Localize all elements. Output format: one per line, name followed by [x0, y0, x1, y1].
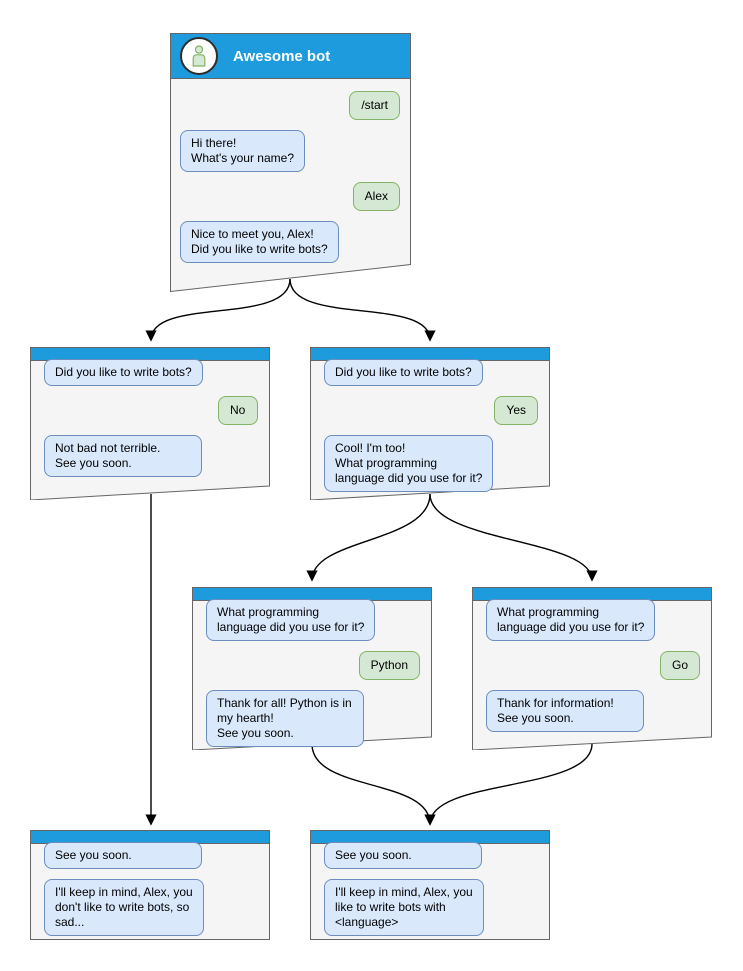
user-message-bubble: Yes — [494, 396, 538, 425]
bot-message-bubble: See you soon. — [324, 842, 482, 869]
bot-message-bubble: Thank for all! Python is in my hearth! S… — [206, 690, 364, 747]
message-list: /start Hi there! What's your name? Alex … — [170, 78, 411, 263]
bot-message-bubble: What programming language did you use fo… — [486, 599, 656, 641]
arrow-yes-to-python — [306, 493, 431, 582]
user-message-bubble: Python — [358, 651, 420, 680]
chat-window-header: Awesome bot — [171, 34, 410, 78]
bot-message-bubble: What programming language did you use fo… — [206, 599, 376, 641]
user-message-bubble: No — [218, 396, 258, 425]
bot-message-bubble: Not bad not terrible. See you soon. — [44, 435, 202, 477]
bot-message-bubble: Did you like to write bots? — [44, 359, 203, 386]
user-message-bubble: Go — [659, 651, 700, 680]
message-list: What programming language did you use fo… — [472, 599, 712, 732]
arrow-root-to-no — [145, 278, 291, 342]
chat-window-branch-yes: Did you like to write bots? Yes Cool! I'… — [310, 347, 550, 500]
message-list: Did you like to write bots? No Not bad n… — [30, 359, 270, 477]
user-message-bubble: Alex — [352, 182, 400, 211]
chat-window-end-language: See you soon. I'll keep in mind, Alex, y… — [310, 830, 550, 940]
arrow-python-to-end — [311, 743, 436, 826]
bot-message-bubble: Cool! I'm too! What programming language… — [324, 435, 494, 492]
chat-window-branch-go: What programming language did you use fo… — [472, 587, 712, 750]
message-list: What programming language did you use fo… — [192, 599, 432, 747]
bot-message-bubble: I'll keep in mind, Alex, you don't like … — [44, 879, 204, 936]
chat-window-branch-python: What programming language did you use fo… — [192, 587, 432, 750]
bot-message-bubble: Nice to meet you, Alex! Did you like to … — [180, 221, 339, 263]
user-message-bubble: /start — [349, 91, 400, 120]
chat-window-root: Awesome bot /start Hi there! What's your… — [170, 33, 411, 292]
arrow-go-to-end — [424, 743, 593, 826]
bot-avatar — [180, 37, 218, 75]
arrow-root-to-yes — [289, 278, 436, 342]
arrow-yes-to-go — [429, 493, 598, 582]
message-list: See you soon. I'll keep in mind, Alex, y… — [30, 842, 270, 936]
person-icon — [192, 45, 206, 67]
bot-name-title: Awesome bot — [233, 47, 331, 65]
chat-window-branch-no: Did you like to write bots? No Not bad n… — [30, 347, 270, 500]
bot-message-bubble: I'll keep in mind, Alex, you like to wri… — [324, 879, 484, 936]
bot-message-bubble: Did you like to write bots? — [324, 359, 483, 386]
bot-message-bubble: Hi there! What's your name? — [180, 130, 306, 172]
chat-window-end-no: See you soon. I'll keep in mind, Alex, y… — [30, 830, 270, 940]
bot-message-bubble: See you soon. — [44, 842, 202, 869]
message-list: See you soon. I'll keep in mind, Alex, y… — [310, 842, 550, 936]
message-list: Did you like to write bots? Yes Cool! I'… — [310, 359, 550, 492]
bot-message-bubble: Thank for information! See you soon. — [486, 690, 644, 732]
